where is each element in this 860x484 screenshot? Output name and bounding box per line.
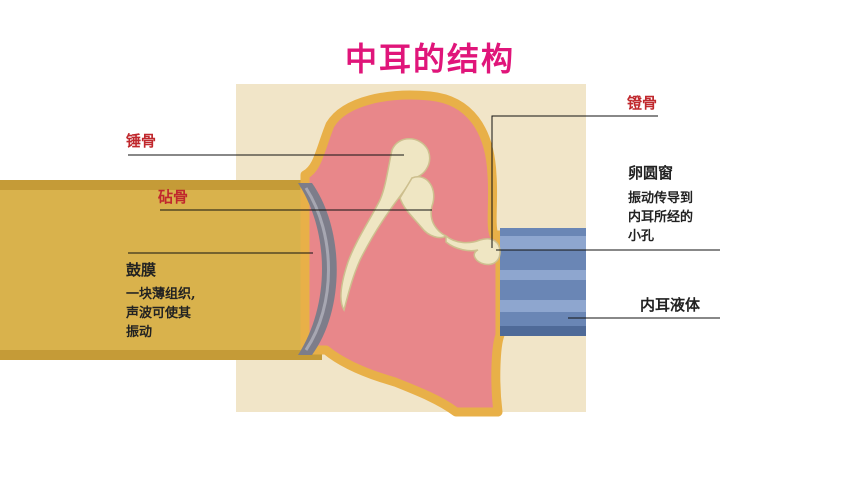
oval-window-desc-line: 内耳所经的 [628,210,694,225]
eardrum-desc-line: 振动 [126,325,153,340]
eardrum-description: 一块薄组织, 声波可使其 振动 [126,285,196,342]
eardrum-desc-line: 声波可使其 [126,306,192,321]
eardrum [298,183,337,355]
eardrum-label: 鼓膜 [126,261,157,279]
oval-window-desc-line: 小孔 [628,229,655,244]
malleus-label: 锤骨 [126,132,157,150]
stapes-bone [445,234,501,266]
incus-label: 砧骨 [158,188,189,206]
oval-window-description: 振动传导到 内耳所经的 小孔 [628,189,693,246]
page-title: 中耳的结构 [344,40,515,78]
oval-window-desc-line: 振动传导到 [628,191,694,206]
eardrum-desc-line: 一块薄组织, [126,287,196,302]
malleus-bone [340,138,431,312]
stapes-label: 镫骨 [627,94,658,112]
oval-window-label: 卵圆窗 [628,164,674,182]
stapes-leader [491,115,658,248]
inner-ear-fluid-label: 内耳液体 [640,296,701,314]
